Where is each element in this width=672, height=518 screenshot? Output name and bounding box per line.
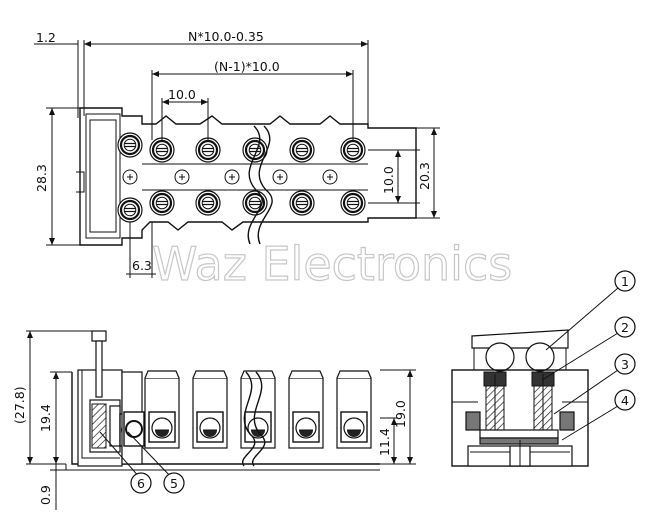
callout-4-circle	[614, 389, 636, 411]
dim-depth: 20.3	[417, 162, 432, 190]
callout-5-label: 5	[170, 476, 178, 491]
watermark: Waz Electronics	[152, 237, 512, 291]
callout-6-circle	[130, 472, 152, 494]
callout-5-circle	[163, 472, 185, 494]
callout-3-circle	[614, 353, 636, 375]
dim-side-offset: 6.3	[132, 258, 152, 273]
callout-6-label: 6	[137, 476, 145, 491]
dim-base-thickness: 0.9	[38, 485, 53, 505]
dim-pitch-span: (N-1)*10.0	[214, 59, 280, 74]
callout-4-label: 4	[621, 393, 629, 408]
callout-3-label: 3	[621, 357, 629, 372]
top-view: 1.2 N*10.0-0.35 (N-1)*10.0 10.0 28.3 10.…	[34, 29, 440, 278]
dim-front-height: 19.0	[393, 400, 408, 428]
dim-body-height: 19.4	[38, 404, 53, 432]
callout-1-label: 1	[621, 274, 629, 289]
dim-top-offset: 1.2	[36, 30, 56, 45]
callout-2-label: 2	[621, 320, 629, 335]
dim-pitch: 10.0	[168, 87, 196, 102]
callout-2-circle	[614, 316, 636, 338]
dim-screw-height: 11.4	[377, 428, 392, 456]
dim-total-length: N*10.0-0.35	[188, 29, 264, 44]
dim-overall-height: (27.8)	[12, 386, 27, 424]
front-view: (27.8) 19.4 0.9 11.4 19.0 6 5	[12, 330, 416, 510]
callout-1-circle	[614, 270, 636, 292]
dim-row-spacing: 10.0	[381, 166, 396, 194]
side-section-view: 1 2 3 4	[451, 270, 636, 467]
dim-height-top: 28.3	[34, 164, 49, 192]
